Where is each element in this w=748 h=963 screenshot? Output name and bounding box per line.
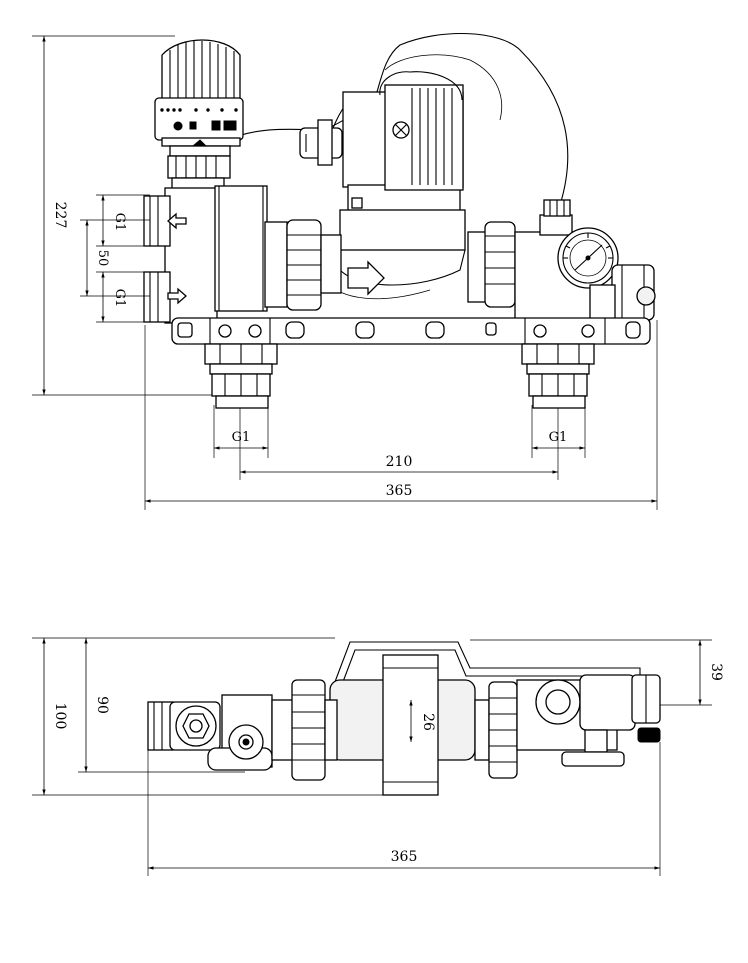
circulation-pump — [299, 71, 466, 300]
dim-inlet-thread-upper: G1 — [112, 213, 127, 232]
inlet-arrow-right-icon — [167, 287, 187, 305]
dim-gauge-height: 39 — [708, 663, 724, 681]
top-bracket-outline — [329, 641, 641, 696]
dim-outlet-spacing: 210 — [386, 454, 413, 470]
dim-overall-width-top: 365 — [391, 849, 418, 865]
left-outlet-fitting — [204, 343, 278, 409]
pressure-gauge — [557, 227, 619, 289]
flow-arrow-icon — [347, 260, 385, 296]
right-manifold — [467, 199, 656, 328]
dim-overall-width-front: 365 — [386, 483, 413, 499]
dim-inlet-spacing: 50 — [95, 250, 110, 267]
top-dimensions: 100 90 26 39 365 — [32, 637, 724, 876]
thermostatic-head — [154, 39, 244, 191]
right-outlet-fitting — [521, 343, 595, 409]
front-view: 227 G1 50 G1 G1 G1 — [32, 33, 658, 510]
mounting-bracket — [171, 317, 651, 345]
dim-overall-height: 227 — [52, 202, 68, 229]
dim-overall-depth: 100 — [52, 703, 68, 730]
front-dimensions: 227 G1 50 G1 G1 G1 — [32, 35, 658, 510]
dim-pipe-depth: 90 — [94, 696, 110, 714]
dim-pump-offset: 26 — [420, 713, 436, 731]
inlet-arrow-left-icon — [167, 212, 187, 230]
top-view: 100 90 26 39 365 — [32, 637, 724, 876]
snowflake-icon — [173, 121, 183, 131]
dim-outlet-thread-left: G1 — [232, 430, 251, 445]
dim-inlet-thread-lower: G1 — [112, 289, 127, 308]
left-manifold — [143, 185, 342, 324]
